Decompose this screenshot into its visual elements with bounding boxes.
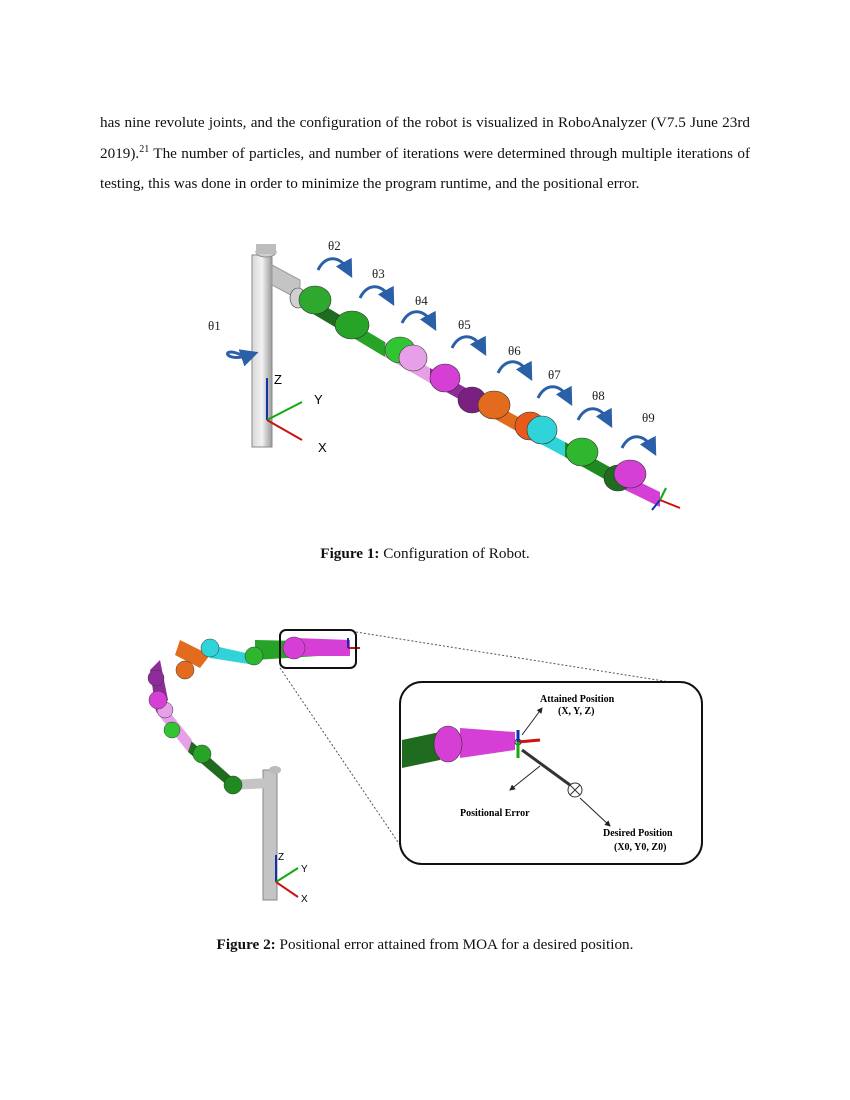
theta-8-label: θ8: [592, 388, 605, 403]
z-axis-label: Z: [278, 852, 284, 863]
rotation-arrows: [226, 257, 657, 456]
robot-joints: [289, 285, 647, 492]
paragraph-text-after: The number of particles, and number of i…: [100, 144, 750, 193]
curled-robot: [147, 636, 360, 901]
theta-2-label: θ2: [328, 238, 341, 253]
theta-9-label: θ9: [642, 410, 655, 425]
theta-3-label: θ3: [372, 266, 385, 281]
zoom-guide-top: [355, 631, 671, 683]
y-axis-label: Y: [301, 864, 308, 875]
theta-4-label: θ4: [415, 293, 428, 308]
footnote-ref[interactable]: 21: [139, 143, 150, 155]
theta-5-label: θ5: [458, 317, 471, 332]
theta-1-label: θ1: [208, 318, 221, 333]
x-axis-label: X: [301, 894, 308, 905]
base-column: [251, 244, 301, 448]
x-axis-label: X: [318, 440, 327, 455]
z-axis-label: Z: [274, 372, 282, 387]
body-paragraph: has nine revolute joints, and the config…: [100, 108, 750, 200]
zoom-guide-bottom: [279, 667, 401, 846]
y-axis-label: Y: [314, 392, 323, 407]
theta-7-label: θ7: [548, 367, 561, 382]
figure-1-robot-configuration: θ1 θ2 θ3 θ4 θ5 θ6 θ7 θ8 θ9 Z Y X: [208, 238, 681, 511]
attained-position-label: Attained Position: [540, 694, 615, 705]
zoom-inset: Attained Position (X, Y, Z) Positional E…: [399, 681, 703, 865]
figure-1-caption-text: Configuration of Robot.: [379, 545, 530, 562]
desired-position-label: Desired Position: [603, 828, 673, 839]
attained-position-coords: (X, Y, Z): [558, 706, 594, 717]
figure-2-caption: Figure 2: Positional error attained from…: [0, 936, 850, 954]
zoom-region: [279, 629, 357, 669]
figure-2-caption-text: Positional error attained from MOA for a…: [275, 936, 634, 953]
figure-1-caption: Figure 1: Configuration of Robot.: [0, 545, 850, 563]
figure-1-caption-label: Figure 1:: [320, 545, 380, 562]
positional-error-label: Positional Error: [460, 808, 530, 819]
desired-position-coords: (X0, Y0, Z0): [614, 842, 666, 853]
theta-6-label: θ6: [508, 343, 521, 358]
joint-labels: θ1 θ2 θ3 θ4 θ5 θ6 θ7 θ8 θ9: [208, 238, 655, 425]
paragraph-text-before: has nine revolute joints, and the config…: [100, 114, 750, 162]
error-vector: [521, 748, 571, 787]
base-frame-axes: Z Y X: [266, 372, 327, 455]
figure-2-positional-error: Z Y X Attained Position (X, Y, Z) Positi…: [147, 629, 703, 905]
base-frame-axes: Z Y X: [275, 852, 308, 905]
end-effector-frame: [651, 487, 681, 511]
figure-2-caption-label: Figure 2:: [216, 936, 276, 953]
